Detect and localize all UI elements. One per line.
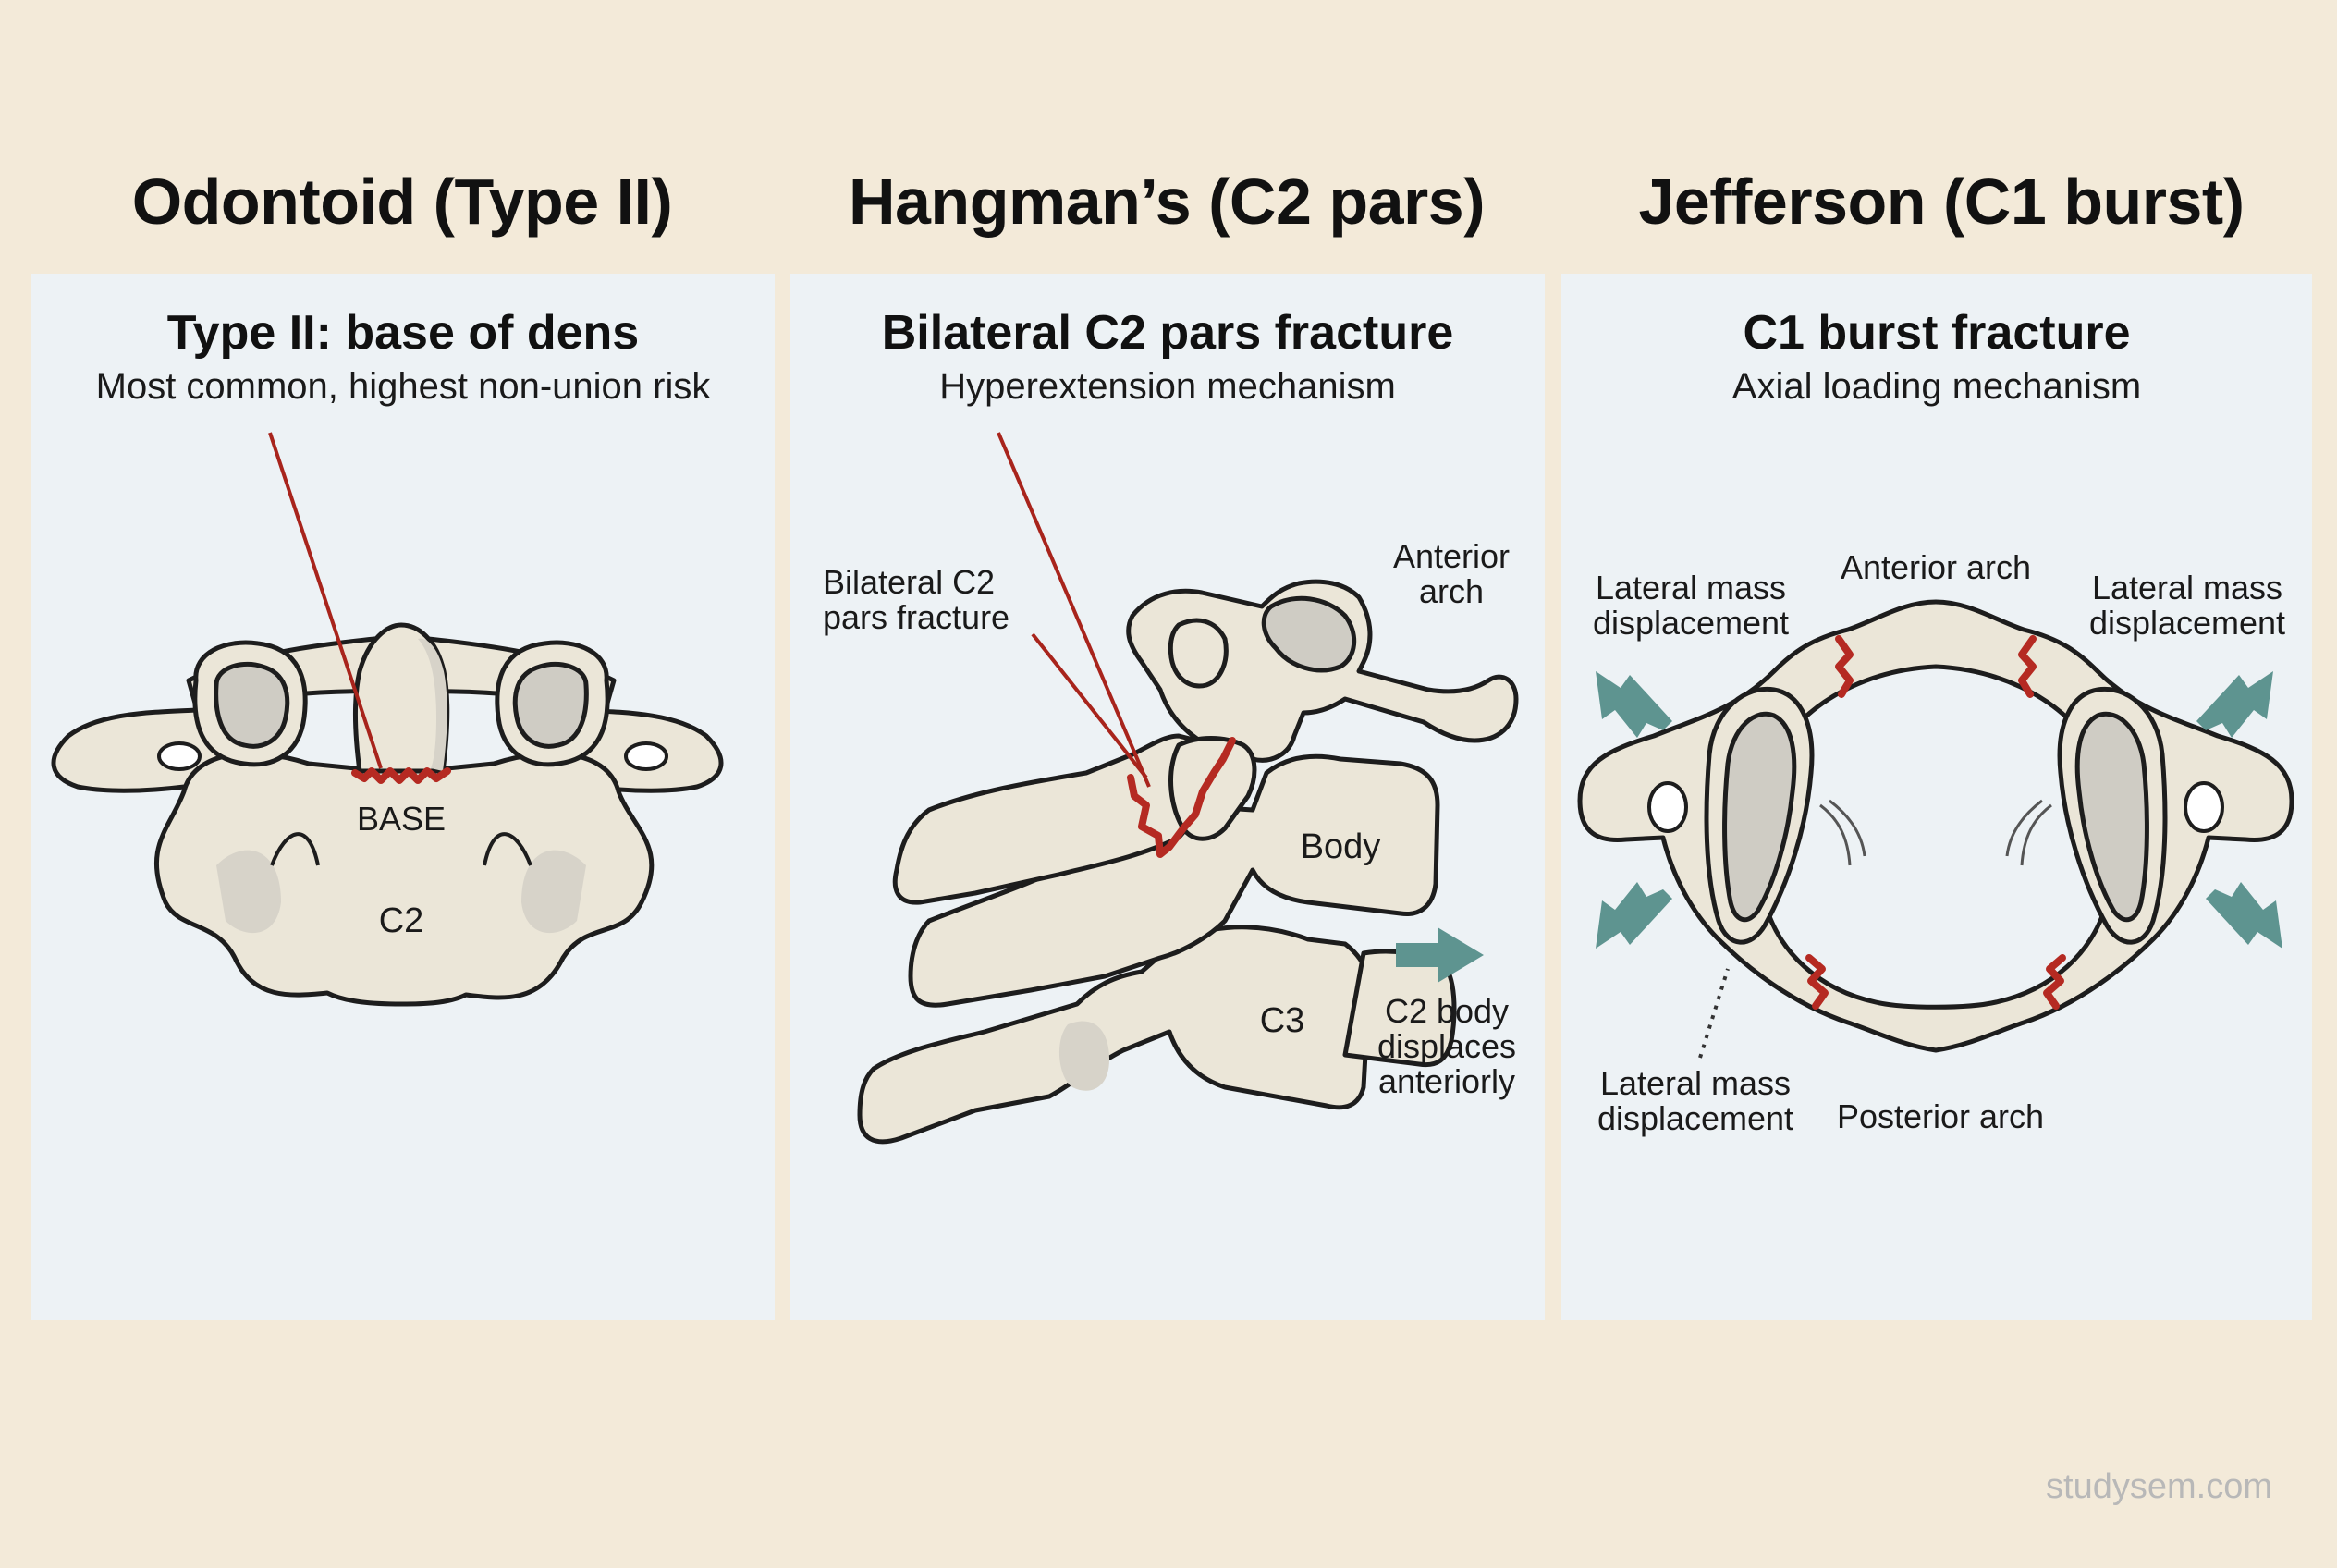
- watermark: studysem.com: [2046, 1467, 2272, 1506]
- lateral-mass-left-line1: Lateral mass: [1596, 569, 1786, 606]
- displacement-label-line2: displaces: [1377, 1027, 1516, 1065]
- anterior-arch-label: Anterior arch: [1841, 548, 2031, 586]
- column-title-hangman: Hangman’s (C2 pars): [848, 165, 1486, 238]
- displacement-label-line3: anteriorly: [1378, 1062, 1515, 1100]
- lateral-mass-right-line2: displacement: [2089, 604, 2285, 642]
- c2-axis-illustration: BASE C2: [51, 432, 724, 1007]
- base-label: BASE: [357, 800, 446, 838]
- lateral-mass-bottom-line1: Lateral mass: [1600, 1064, 1791, 1102]
- arrow-upper-right: [2196, 671, 2273, 738]
- body-label: Body: [1301, 827, 1381, 866]
- anterior-displacement-arrow: [1396, 927, 1484, 983]
- posterior-arch-label: Posterior arch: [1837, 1097, 2044, 1135]
- column-title-jefferson: Jefferson (C1 burst): [1638, 165, 2245, 238]
- panel-subtitle: Most common, highest non-union risk: [95, 366, 711, 407]
- c1-atlas-illustration: Anterior arch Posterior arch Lateral mas…: [1577, 548, 2294, 1137]
- arrow-upper-left: [1596, 671, 1672, 738]
- displacement-label-line1: C2 body: [1385, 992, 1509, 1030]
- panel-title: Type II: base of dens: [166, 306, 640, 360]
- panel-title: C1 burst fracture: [1743, 306, 2131, 360]
- panel-odontoid: Type II: base of dens Most common, highe…: [31, 274, 775, 1320]
- c3-label: C3: [1260, 1001, 1305, 1040]
- anterior-arch-label-line1: Anterior: [1393, 537, 1510, 575]
- panel-hangman: Bilateral C2 pars fracture Hyperextensio…: [790, 274, 1545, 1320]
- anterior-arch-label-line2: arch: [1419, 572, 1484, 610]
- lateral-mass-bottom-line2: displacement: [1597, 1099, 1793, 1137]
- fracture-label-line2: pars fracture: [823, 598, 1009, 636]
- panel-subtitle: Hyperextension mechanism: [939, 366, 1396, 407]
- panel-subtitle: Axial loading mechanism: [1731, 366, 2142, 407]
- column-title-odontoid: Odontoid (Type II): [131, 165, 673, 238]
- lateral-mass-right-line1: Lateral mass: [2092, 569, 2282, 606]
- c2-c3-lateral-illustration: Bilateral C2 pars fracture Anterior arch…: [823, 432, 1519, 1145]
- panel-title: Bilateral C2 pars fracture: [881, 306, 1454, 360]
- fracture-label-line1: Bilateral C2: [823, 563, 995, 601]
- lateral-mass-left-line2: displacement: [1593, 604, 1789, 642]
- panel-jefferson: C1 burst fracture Axial loading mechanis…: [1561, 274, 2312, 1320]
- arrow-lower-left: [1596, 882, 1672, 949]
- arrow-lower-right: [2206, 882, 2282, 949]
- c2-label: C2: [379, 901, 424, 940]
